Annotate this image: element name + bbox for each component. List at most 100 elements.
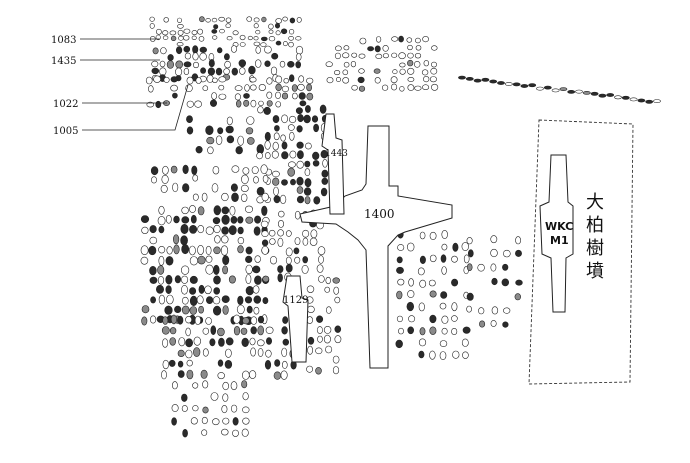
burial-mark xyxy=(224,60,231,69)
burial-mark xyxy=(156,284,165,294)
burial-mark xyxy=(520,84,529,88)
burial-mark xyxy=(415,45,422,51)
burial-mark xyxy=(186,76,194,85)
wkc-m1-enclosure xyxy=(528,119,634,385)
burial-mark xyxy=(177,370,185,378)
burial-mark xyxy=(297,83,305,91)
burial-mark xyxy=(170,314,177,325)
burial-mark xyxy=(296,195,305,204)
burial-mark xyxy=(323,325,332,334)
burial-mark xyxy=(306,365,313,373)
burial-mark xyxy=(502,321,509,328)
burial-mark xyxy=(289,74,295,82)
burial-mark xyxy=(271,170,280,178)
burial-mark xyxy=(399,62,406,68)
burial-mark xyxy=(397,278,405,286)
burial-mark xyxy=(367,46,374,52)
burial-mark xyxy=(165,215,172,224)
burial-mark xyxy=(376,36,382,43)
burial-mark xyxy=(261,239,269,247)
burial-mark xyxy=(235,146,243,155)
burial-mark xyxy=(241,428,249,437)
burial-mark xyxy=(392,69,398,75)
burial-mark xyxy=(310,229,318,239)
burial-mark xyxy=(213,264,220,275)
burial-mark xyxy=(215,67,223,76)
burial-mark xyxy=(307,336,315,345)
burial-mark xyxy=(151,67,160,75)
burial-mark xyxy=(166,294,174,305)
burial-mark xyxy=(303,114,311,124)
burial-mark xyxy=(177,17,183,23)
burial-mark xyxy=(645,99,654,104)
burial-mark xyxy=(173,234,180,245)
burial-mark xyxy=(334,52,341,60)
burial-mark xyxy=(192,52,199,61)
burial-mark xyxy=(212,296,221,305)
burial-mark xyxy=(241,174,249,185)
burial-mark xyxy=(273,371,282,380)
burial-mark xyxy=(180,224,189,235)
burial-mark xyxy=(291,84,298,92)
burial-mark xyxy=(515,236,521,245)
burial-mark xyxy=(281,114,288,124)
burial-mark xyxy=(318,255,324,264)
burial-mark xyxy=(209,338,216,347)
burial-mark xyxy=(222,265,228,275)
burial-mark xyxy=(241,380,248,389)
burial-mark xyxy=(257,315,265,324)
burial-mark xyxy=(183,45,191,53)
burial-mark xyxy=(232,30,239,36)
burial-mark xyxy=(275,91,281,99)
burial-mark xyxy=(277,219,284,228)
burial-mark xyxy=(236,304,245,315)
burial-mark xyxy=(323,334,331,344)
burial-mark xyxy=(237,226,244,235)
burial-mark xyxy=(234,85,243,91)
burial-mark xyxy=(213,24,219,30)
burial-mark xyxy=(528,83,537,88)
burial-mark xyxy=(159,67,167,76)
burial-mark xyxy=(196,295,204,305)
burial-mark xyxy=(214,235,221,244)
burial-mark xyxy=(232,429,239,437)
burial-mark xyxy=(452,350,460,359)
burial-mark xyxy=(312,160,320,167)
burial-mark xyxy=(258,100,264,107)
burial-mark xyxy=(261,205,268,216)
burial-mark xyxy=(270,66,278,76)
burial-mark xyxy=(242,167,250,175)
burial-mark xyxy=(290,178,296,186)
burial-mark xyxy=(185,327,191,337)
burial-mark xyxy=(238,59,247,68)
burial-mark xyxy=(246,305,253,314)
burial-mark xyxy=(218,93,227,100)
burial-mark xyxy=(478,307,485,315)
burial-mark xyxy=(248,65,256,75)
burial-mark xyxy=(441,266,447,275)
burial-mark xyxy=(429,314,437,324)
burial-mark xyxy=(211,17,218,23)
label-tomb-1129: 1129 xyxy=(283,295,308,306)
burial-mark xyxy=(158,294,165,305)
burial-mark xyxy=(281,360,288,369)
burial-mark xyxy=(184,52,191,60)
burial-mark xyxy=(183,35,190,41)
burial-mark xyxy=(199,52,207,61)
burial-mark xyxy=(332,355,340,364)
burial-mark xyxy=(148,245,157,256)
burial-mark xyxy=(249,337,256,346)
burial-mark xyxy=(252,285,260,294)
burial-mark xyxy=(151,176,158,184)
burial-mark xyxy=(185,349,193,359)
burial-mark xyxy=(466,305,472,313)
burial-mark xyxy=(295,61,302,69)
burial-mark xyxy=(315,367,322,375)
burial-mark xyxy=(321,169,329,178)
burial-mark xyxy=(343,45,350,51)
burial-mark xyxy=(249,370,257,379)
burial-mark xyxy=(382,84,389,91)
burial-mark xyxy=(208,59,215,68)
burial-mark xyxy=(254,275,262,285)
burial-mark xyxy=(313,123,319,133)
